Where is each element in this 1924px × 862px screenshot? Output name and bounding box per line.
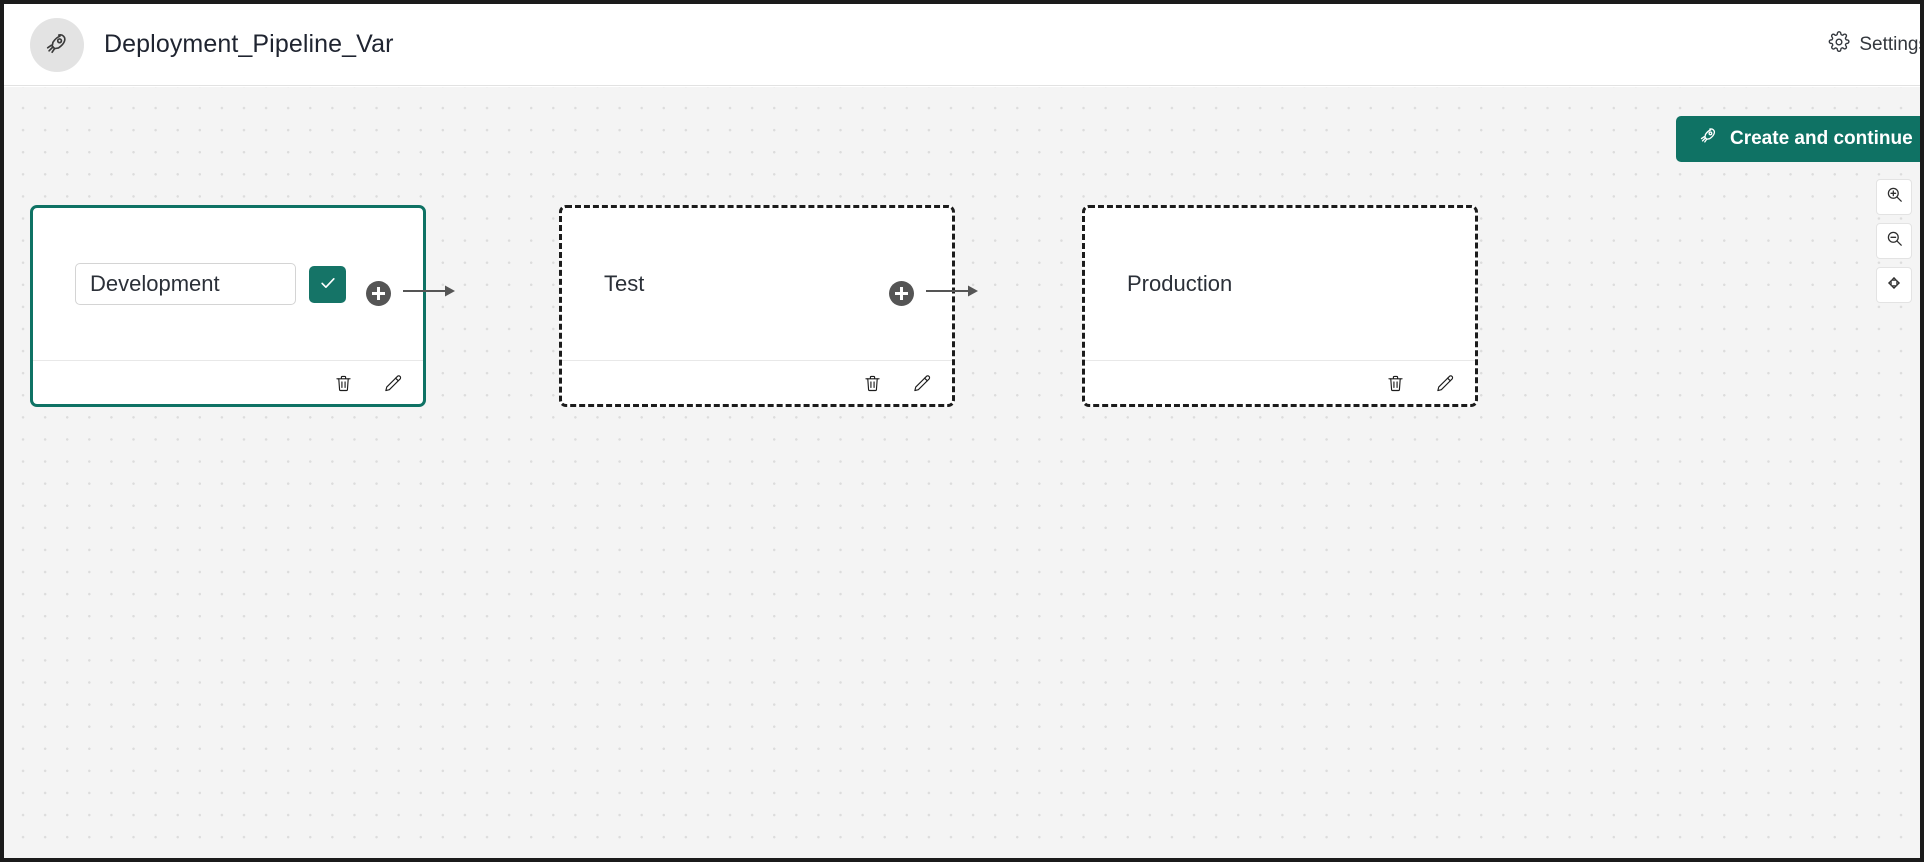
- pencil-icon: [911, 373, 932, 397]
- pipeline-canvas[interactable]: Create and continue: [4, 87, 1920, 858]
- fit-to-screen-button[interactable]: [1876, 267, 1912, 303]
- stage-name-label: Test: [604, 271, 645, 296]
- stage-name-label: Production: [1127, 271, 1233, 296]
- delete-stage-button[interactable]: [1381, 371, 1409, 399]
- brand: Deployment_Pipeline_Var: [30, 17, 394, 72]
- zoom-controls: [1876, 179, 1912, 303]
- connector-dev-to-test: [366, 281, 457, 306]
- settings-label: Settings: [1859, 33, 1924, 55]
- stage-card-development[interactable]: [30, 205, 426, 407]
- rocket-icon: [1698, 126, 1719, 153]
- trash-icon: [1385, 373, 1406, 397]
- rocket-icon: [30, 17, 84, 72]
- pencil-icon: [1434, 373, 1455, 397]
- connector-test-to-prod: [889, 281, 980, 306]
- delete-stage-button[interactable]: [329, 371, 357, 399]
- magnifier-plus-icon: [1885, 185, 1904, 209]
- delete-stage-button[interactable]: [858, 371, 886, 399]
- fit-view-icon: [1884, 273, 1904, 298]
- stage-footer: [1085, 360, 1475, 409]
- gear-icon: [1828, 31, 1850, 58]
- confirm-stage-name-button[interactable]: [309, 265, 346, 303]
- create-and-continue-label: Create and continue: [1730, 128, 1913, 149]
- trash-icon: [862, 373, 883, 397]
- pencil-icon: [382, 373, 403, 397]
- zoom-out-button[interactable]: [1876, 223, 1912, 259]
- edit-stage-button[interactable]: [1430, 371, 1458, 399]
- stage-footer: [33, 360, 423, 409]
- stage-body: Test: [562, 208, 952, 360]
- stage-body: [33, 208, 423, 360]
- app-header: Deployment_Pipeline_Var Settings: [4, 4, 1920, 86]
- stage-card-production[interactable]: Production: [1082, 205, 1478, 407]
- add-stage-button[interactable]: [889, 281, 914, 306]
- page-title: Deployment_Pipeline_Var: [104, 30, 394, 58]
- stage-card-test[interactable]: Test: [559, 205, 955, 407]
- create-and-continue-button[interactable]: Create and continue: [1676, 116, 1920, 162]
- stage-name-input[interactable]: [75, 263, 296, 305]
- settings-button[interactable]: Settings: [1828, 31, 1924, 58]
- edit-stage-button[interactable]: [378, 371, 406, 399]
- arrow-right-icon: [401, 283, 457, 304]
- zoom-in-button[interactable]: [1876, 179, 1912, 215]
- edit-stage-button[interactable]: [907, 371, 935, 399]
- add-stage-button[interactable]: [366, 281, 391, 306]
- arrow-right-icon: [924, 283, 980, 304]
- check-icon: [318, 273, 338, 296]
- stage-name-edit-row: [75, 263, 346, 305]
- stage-body: Production: [1085, 208, 1475, 360]
- magnifier-minus-icon: [1885, 229, 1904, 253]
- stage-footer: [562, 360, 952, 409]
- trash-icon: [333, 373, 354, 397]
